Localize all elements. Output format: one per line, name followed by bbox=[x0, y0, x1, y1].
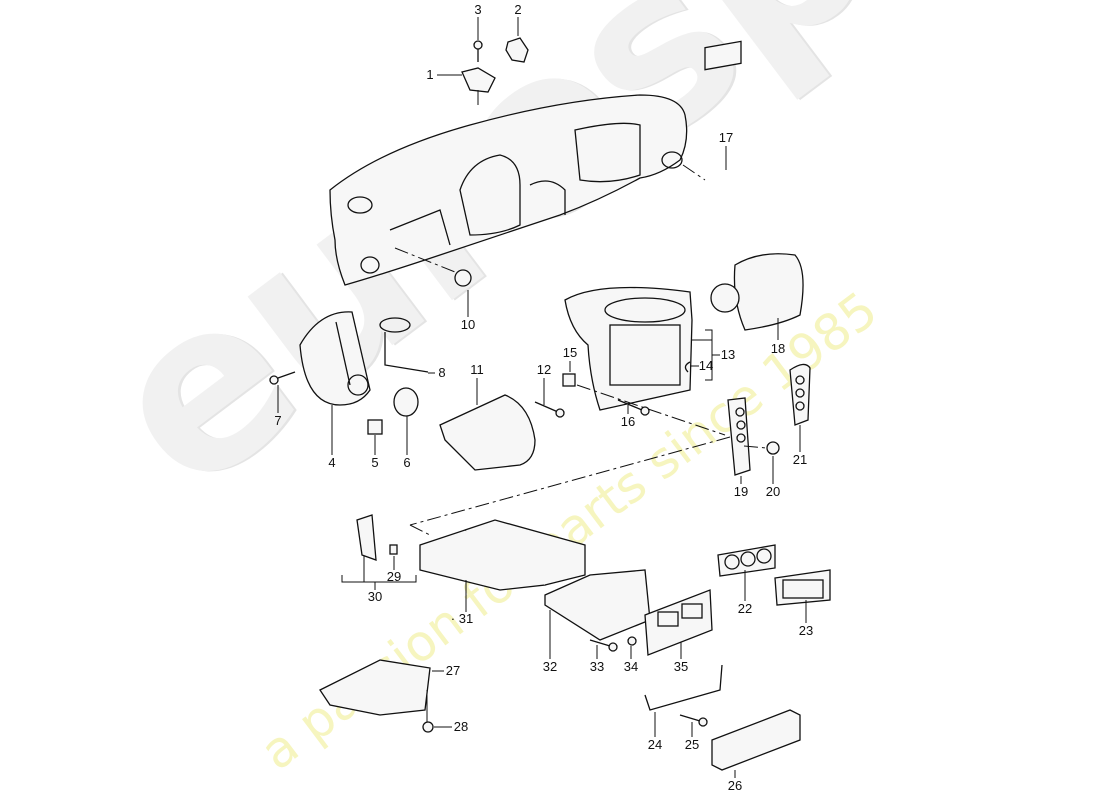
part-26-tray bbox=[711, 709, 801, 778]
callout-33: 33 bbox=[589, 659, 605, 674]
part-24-bracket bbox=[644, 664, 723, 737]
callout-17: 17 bbox=[718, 130, 734, 145]
callout-6: 6 bbox=[403, 455, 411, 470]
dashboard-panel bbox=[329, 94, 688, 286]
callout-31: · 31 bbox=[450, 611, 474, 626]
callout-3: 3 bbox=[474, 2, 482, 17]
callout-7: 7 bbox=[274, 413, 282, 428]
callout-21: 21 bbox=[792, 452, 808, 467]
callout-2: 2 bbox=[514, 2, 522, 17]
part-15-nut bbox=[562, 361, 726, 436]
callout-26: 26 bbox=[727, 778, 743, 793]
part-23-trim-frame bbox=[774, 569, 831, 623]
callout-28: 28 bbox=[453, 719, 469, 734]
part-8-holder bbox=[379, 317, 435, 374]
part-14-clip bbox=[684, 361, 699, 373]
callout-11: 11 bbox=[470, 362, 484, 377]
callout-10: 10 bbox=[460, 317, 476, 332]
part-34-nut bbox=[627, 636, 637, 659]
callout-12: 12 bbox=[536, 362, 552, 377]
callout-19: 19 bbox=[733, 484, 749, 499]
callout-4: 4 bbox=[328, 455, 336, 470]
callout-5: 5 bbox=[371, 455, 379, 470]
part-18-airbag-module bbox=[710, 253, 804, 340]
part-10-grommet bbox=[394, 247, 472, 317]
part-4-vent-housing bbox=[299, 311, 371, 455]
part-6-ring bbox=[393, 387, 419, 455]
callout-13: 13 bbox=[720, 347, 736, 362]
callout-18: 18 bbox=[770, 341, 786, 356]
part-28-nut bbox=[422, 690, 452, 733]
callout-34: 34 bbox=[623, 659, 639, 674]
callout-27: 27 bbox=[445, 663, 461, 678]
part-27-cover bbox=[319, 659, 444, 716]
part-16-screw bbox=[617, 399, 650, 416]
callout-23: 23 bbox=[798, 623, 814, 638]
part-11-duct bbox=[439, 378, 536, 471]
part-22-control-panel bbox=[717, 544, 776, 601]
callout-15: 15 bbox=[562, 345, 578, 360]
part-13-center-vent bbox=[564, 286, 720, 411]
callout-22: 22 bbox=[737, 601, 753, 616]
callout-24: 24 bbox=[647, 737, 663, 752]
part-35-panel bbox=[644, 589, 713, 659]
part-25-screw bbox=[679, 714, 708, 737]
part-1-bracket bbox=[437, 67, 496, 93]
part-3-screw bbox=[473, 17, 483, 105]
callout-8: 8 bbox=[438, 365, 446, 380]
callout-25: 25 bbox=[684, 737, 700, 752]
callout-1: 1 bbox=[426, 67, 434, 82]
part-2-clip bbox=[505, 17, 529, 63]
callout-20: 20 bbox=[765, 484, 781, 499]
part-12-screw bbox=[534, 378, 565, 418]
callout-14: 14 bbox=[698, 358, 714, 373]
callout-32: 32 bbox=[542, 659, 558, 674]
part-31-radio-module bbox=[419, 519, 586, 612]
part-17-switch bbox=[682, 40, 742, 181]
part-33-screw bbox=[589, 639, 618, 659]
callout-29: 29 bbox=[386, 569, 402, 584]
callout-16: 16 bbox=[620, 414, 636, 429]
callout-35: 35 bbox=[673, 659, 689, 674]
part-5-clip bbox=[367, 419, 383, 455]
part-20-plug bbox=[743, 441, 780, 484]
part-19-switch-panel bbox=[727, 397, 751, 484]
part-30-bracket bbox=[341, 514, 417, 590]
callout-30: 30 bbox=[367, 589, 383, 604]
part-7-screw bbox=[269, 371, 296, 413]
part-21-switch-panel bbox=[789, 363, 811, 452]
